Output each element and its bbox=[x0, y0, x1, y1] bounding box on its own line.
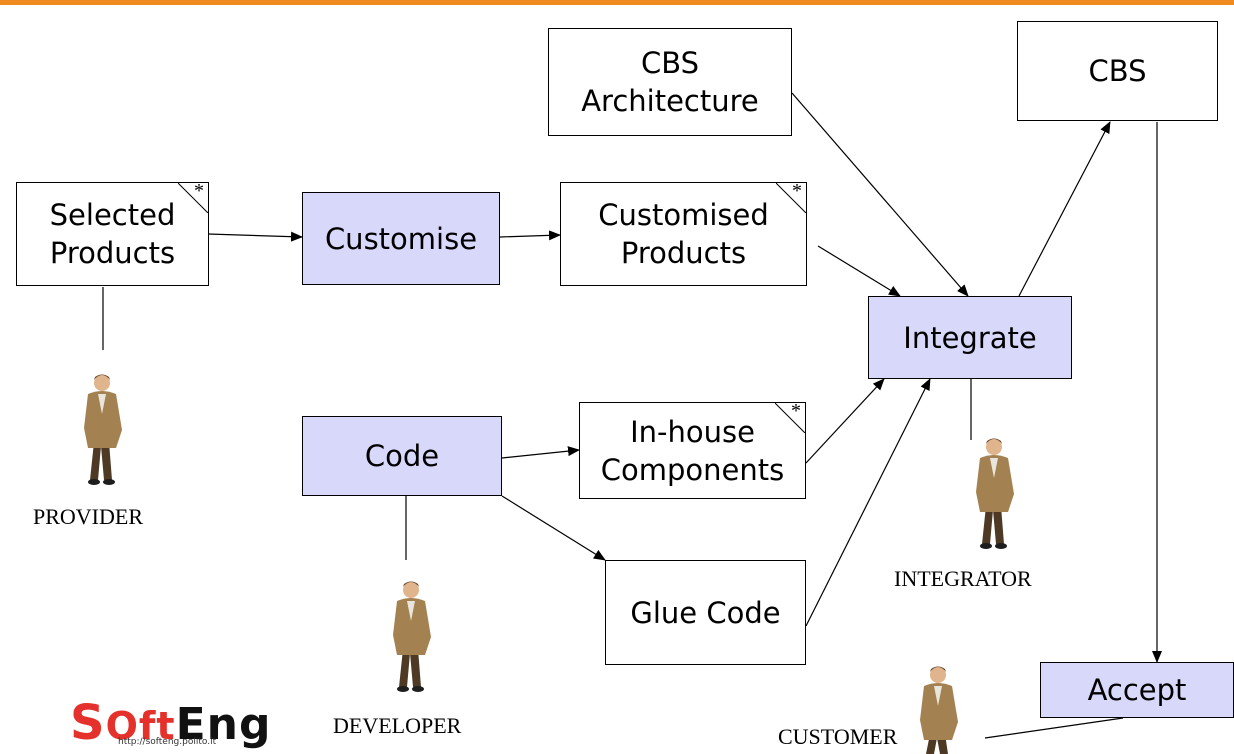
arrow-code-to-glue bbox=[501, 495, 606, 561]
box-integrate-label: Integrate bbox=[903, 320, 1037, 355]
role-provider: PROVIDER bbox=[33, 504, 144, 529]
box-cbs-label: CBS bbox=[1088, 54, 1147, 88]
role-integrator: INTEGRATOR bbox=[894, 566, 1032, 591]
line-customer bbox=[984, 717, 1124, 739]
person-icon bbox=[976, 438, 1014, 549]
role-developer: DEVELOPER bbox=[333, 713, 462, 738]
arrow-glue-to-integrate bbox=[805, 378, 931, 627]
box-cbs-architecture-label: CBS Architecture bbox=[581, 46, 759, 118]
person-icon bbox=[393, 581, 431, 692]
box-integrate: Integrate bbox=[868, 296, 1072, 379]
box-accept: Accept bbox=[1040, 662, 1234, 718]
box-inhouse-components: In-house Components * bbox=[579, 400, 806, 499]
box-code-label: Code bbox=[364, 439, 440, 473]
box-glue-code: Glue Code bbox=[605, 560, 806, 665]
multiplicity-mark: * bbox=[791, 400, 801, 422]
arrow-architecture-to-integrate bbox=[791, 92, 969, 297]
box-accept-label: Accept bbox=[1087, 673, 1187, 707]
multiplicity-mark: * bbox=[194, 180, 204, 202]
person-icon bbox=[84, 374, 122, 485]
arrow-customise-to-customised bbox=[499, 230, 561, 241]
box-cbs: CBS bbox=[1017, 21, 1218, 121]
top-accent-bar bbox=[0, 0, 1234, 5]
corner-fold-icon bbox=[775, 403, 805, 433]
softeng-logo: SOftEng http://softeng.polito.it bbox=[70, 695, 300, 751]
box-selected-products: Selected Products * bbox=[16, 180, 209, 286]
arrow-code-to-inhouse bbox=[501, 446, 580, 459]
box-selected-products-label: Selected Products bbox=[49, 198, 176, 270]
multiplicity-mark: * bbox=[792, 180, 802, 202]
logo-url: http://softeng.polito.it bbox=[118, 737, 217, 747]
box-code: Code bbox=[302, 416, 502, 496]
box-glue-code-label: Glue Code bbox=[630, 595, 781, 630]
role-customer: CUSTOMER bbox=[778, 724, 898, 749]
box-customised-products-label: Customised Products bbox=[598, 198, 769, 270]
box-cbs-architecture: CBS Architecture bbox=[548, 28, 792, 136]
box-customise: Customise bbox=[302, 192, 500, 285]
box-customised-products: Customised Products * bbox=[560, 180, 807, 286]
person-icon bbox=[920, 666, 958, 754]
logo-wordmark: SOftEng bbox=[70, 695, 272, 751]
box-inhouse-components-label: In-house Components bbox=[600, 414, 785, 487]
arrow-integrate-to-cbs bbox=[1018, 121, 1111, 297]
arrow-inhouse-to-integrate bbox=[805, 378, 885, 464]
box-customise-label: Customise bbox=[324, 221, 478, 256]
corner-fold-icon bbox=[178, 183, 208, 213]
arrow-selected-to-customise bbox=[207, 231, 303, 242]
arrow-customised-to-integrate bbox=[817, 245, 901, 297]
corner-fold-icon bbox=[776, 183, 806, 213]
